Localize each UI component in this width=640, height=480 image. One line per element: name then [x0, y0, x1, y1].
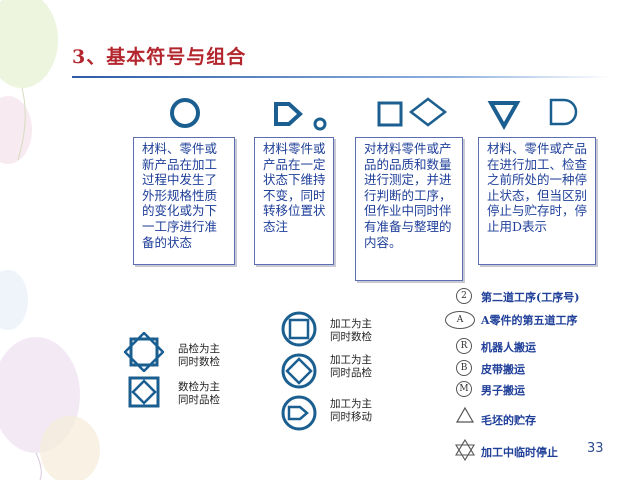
- diamond-in-circle-icon: [281, 353, 317, 389]
- combo-label-process-move: 加工为主 同时移动: [330, 398, 372, 423]
- legend-symbol-2: 2: [456, 288, 472, 304]
- storage-triangle-icon: [487, 101, 521, 130]
- description-storage: 材料、零件或产品在进行加工、检查之前所处的一种停止状态，但当区别停止与贮存时，停…: [478, 137, 596, 265]
- legend-text-star: 加工中临时停止: [481, 446, 558, 459]
- legend-symbol-b: B: [456, 360, 472, 376]
- combo-label-quality-count: 品检为主 同时数检: [178, 343, 220, 368]
- legend-symbol-r: R: [456, 338, 472, 354]
- combo-label-count-quality: 数检为主 同时品检: [178, 381, 220, 406]
- square-in-diamond-icon: [128, 376, 160, 408]
- delay-d-icon: [549, 98, 578, 126]
- transport-dot-icon: [313, 117, 327, 131]
- square-in-circle-icon: [281, 311, 317, 347]
- legend-star-of-david-icon: [455, 438, 475, 462]
- slide-title: 3、基本符号与组合: [72, 46, 247, 68]
- diamond-in-square-icon: [124, 332, 164, 372]
- description-transport: 材料零件或产品在一定状态下维持不变，同时转移位置状态注: [254, 137, 334, 265]
- inspection-square-icon: [377, 101, 403, 127]
- legend-text-a: A零件的第五道工序: [481, 314, 578, 327]
- legend-triangle-icon: [455, 406, 475, 423]
- legend-text-r: 机器人搬运: [481, 341, 536, 354]
- quantity-diamond-icon: [408, 97, 448, 127]
- title-divider: [72, 76, 612, 78]
- legend-text-b: 皮带搬运: [481, 363, 525, 376]
- arrow-in-circle-icon: [281, 395, 317, 431]
- legend-symbol-a: A: [445, 311, 475, 329]
- process-circle-icon: [170, 98, 200, 128]
- legend-text-2: 第二道工序(工序号): [481, 291, 580, 304]
- combo-label-process-quality: 加工为主 同时品检: [330, 354, 372, 379]
- legend-text-m: 男子搬运: [481, 384, 525, 397]
- legend-text-triangle: 毛坯的贮存: [481, 414, 536, 427]
- transport-arrow-icon: [274, 102, 303, 126]
- description-inspection: 对材料零件或产品的品质和数量进行测定，并进行判断的工序，但作业中同时伴有准备与整…: [355, 137, 463, 281]
- description-processing: 材料、零件或新产品在加工过程中发生了外形规格性质的变化或为下一工序进行准备的状态: [133, 137, 235, 265]
- page-number: 33: [587, 441, 604, 456]
- legend-symbol-m: M: [456, 381, 472, 397]
- combo-label-process-count: 加工为主 同时数检: [330, 318, 372, 343]
